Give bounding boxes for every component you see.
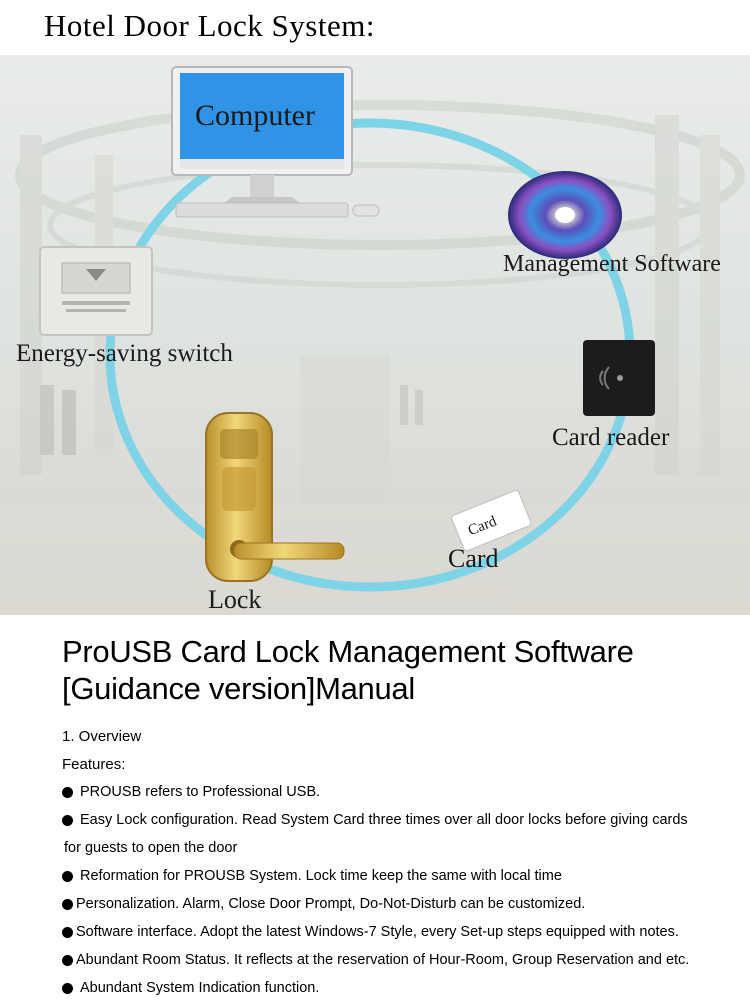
bullet-icon <box>62 871 73 882</box>
card-node: Card Card <box>448 489 532 573</box>
features-label: Features: <box>62 756 126 773</box>
list-item: Personalization. Alarm, Close Door Promp… <box>62 894 742 914</box>
card-label: Card <box>448 544 499 573</box>
diagram-canvas: Computer Management Software Energy-savi… <box>0 55 750 615</box>
bullet-icon <box>62 815 73 826</box>
computer-screen <box>180 73 344 159</box>
document-heading: ProUSB Card Lock Management Software [Gu… <box>62 633 742 707</box>
lobby-architecture <box>0 100 750 615</box>
heading-line-2: [Guidance version]Manual <box>62 671 415 706</box>
card-icon <box>451 489 532 552</box>
list-item: Software interface. Adopt the latest Win… <box>62 922 742 942</box>
lock-label: Lock <box>208 585 261 614</box>
bullet-icon <box>62 899 73 910</box>
list-item: PROUSB refers to Professional USB. <box>62 782 742 802</box>
energy-switch-label: Energy-saving switch <box>16 340 233 367</box>
computer-label: Computer <box>195 99 315 132</box>
page-title: Hotel Door Lock System: <box>44 8 375 43</box>
list-item: Abundant System Indication function. <box>62 978 742 998</box>
card-reader-label: Card reader <box>552 424 670 451</box>
lock-handle <box>233 542 345 560</box>
energy-switch-node: Energy-saving switch <box>16 246 233 367</box>
card-reader-node: Card reader <box>552 340 670 451</box>
list-item-continuation: for guests to open the door <box>64 840 238 856</box>
list-item: Abundant Room Status. It reflects at the… <box>62 950 742 970</box>
management-software-node: Management Software <box>503 171 721 277</box>
hotel-lock-diagram: Computer Management Software Energy-savi… <box>0 55 750 615</box>
list-item: Reformation for PROUSB System. Lock time… <box>62 866 742 886</box>
management-software-label: Management Software <box>503 251 721 277</box>
heading-line-1: ProUSB Card Lock Management Software <box>62 634 634 669</box>
feature-list: PROUSB refers to Professional USB. Easy … <box>62 782 742 1006</box>
bullet-icon <box>62 927 73 938</box>
bullet-icon <box>62 955 73 966</box>
lock-node: Lock <box>205 412 345 614</box>
overview-heading: 1. Overview <box>62 728 142 745</box>
list-item: Easy Lock configuration. Read System Car… <box>62 810 742 858</box>
computer-node: Computer <box>171 66 380 218</box>
bullet-icon <box>62 983 73 994</box>
bullet-icon <box>62 787 73 798</box>
